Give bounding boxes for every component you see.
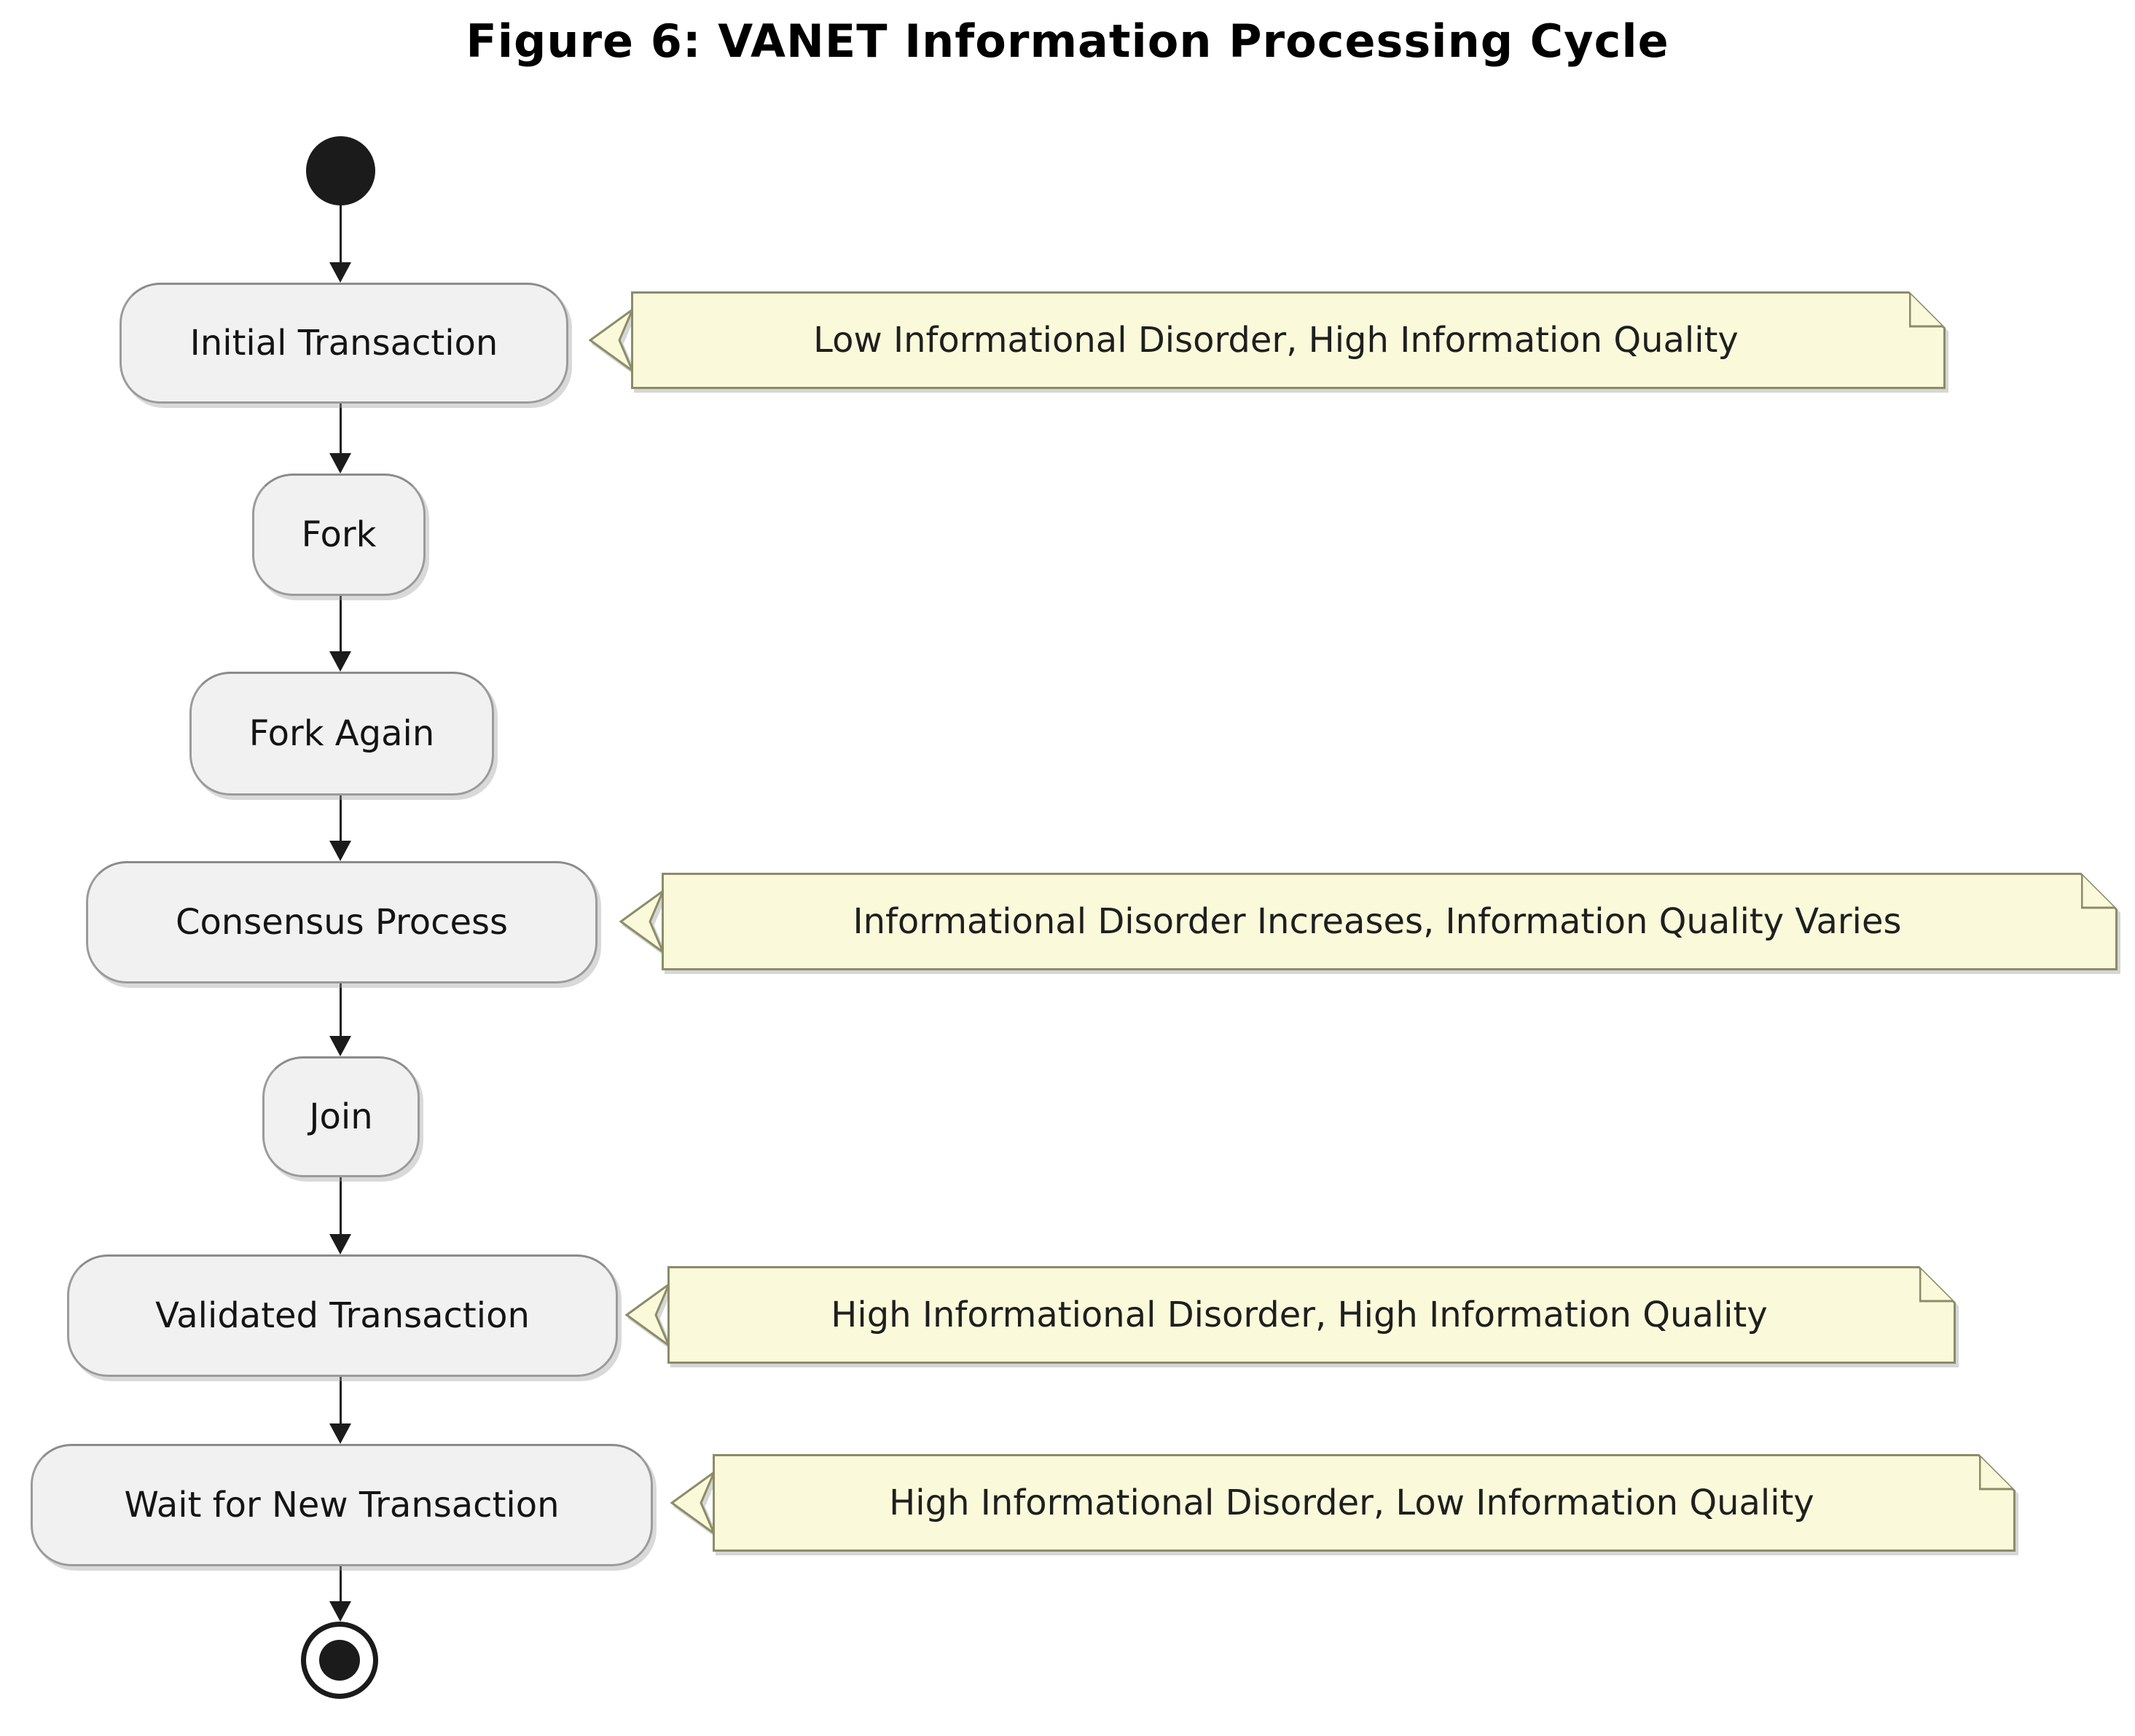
end-node-icon xyxy=(301,1622,378,1699)
arrow-line xyxy=(339,1566,342,1603)
arrow-head-icon xyxy=(329,651,351,672)
note-paper: High Informational Disorder, Low Informa… xyxy=(713,1454,2015,1552)
note-connector-icon xyxy=(625,1281,670,1348)
activity-label: Wait for New Transaction xyxy=(124,1485,560,1525)
note-paper-fill xyxy=(715,1456,2013,1550)
note-text: High Informational Disorder, Low Informa… xyxy=(889,1482,1814,1523)
arrow-line xyxy=(339,596,342,653)
note-text: High Informational Disorder, High Inform… xyxy=(831,1295,1768,1335)
arrow-head-icon xyxy=(329,1036,351,1056)
arrow-line xyxy=(339,404,342,455)
note-connector-icon xyxy=(670,1469,716,1536)
note-consensus-process: Informational Disorder Increases, Inform… xyxy=(619,873,2118,970)
arrow-head-icon xyxy=(329,1234,351,1254)
arrow-line xyxy=(339,204,342,264)
note-fold-corner-icon xyxy=(1979,1454,2015,1490)
activity-validated-transaction: Validated Transaction xyxy=(67,1254,618,1377)
arrow-head-icon xyxy=(329,1601,351,1622)
end-node-inner-dot xyxy=(319,1640,360,1681)
note-paper: Informational Disorder Increases, Inform… xyxy=(662,873,2118,970)
arrow-head-icon xyxy=(329,1423,351,1444)
arrow-head-icon xyxy=(329,262,351,283)
arrow-line xyxy=(339,1377,342,1425)
note-text: Low Informational Disorder, High Informa… xyxy=(813,320,1739,361)
note-wait-for-new-transaction: High Informational Disorder, Low Informa… xyxy=(670,1454,2015,1552)
activity-label: Consensus Process xyxy=(175,902,509,943)
activity-initial-transaction: Initial Transaction xyxy=(120,283,568,404)
arrow-line xyxy=(339,1177,342,1236)
note-paper-fill xyxy=(633,294,1943,387)
note-paper-fill xyxy=(670,1268,1954,1362)
note-fold-corner-icon xyxy=(1909,291,1946,328)
activity-join: Join xyxy=(262,1056,420,1177)
activity-consensus-process: Consensus Process xyxy=(86,861,598,983)
note-fold-corner-icon xyxy=(2081,873,2118,909)
arrow-head-icon xyxy=(329,841,351,861)
note-fold-corner-icon xyxy=(1919,1266,1956,1303)
activity-label: Fork xyxy=(301,514,377,555)
note-validated-transaction: High Informational Disorder, High Inform… xyxy=(625,1266,1956,1364)
activity-label: Validated Transaction xyxy=(155,1295,530,1336)
activity-fork-again: Fork Again xyxy=(189,672,494,796)
arrow-line xyxy=(339,983,342,1037)
note-paper-fill xyxy=(664,875,2115,968)
arrow-head-icon xyxy=(329,453,351,474)
activity-fork: Fork xyxy=(252,474,426,596)
activity-label: Join xyxy=(309,1096,373,1137)
note-paper: High Informational Disorder, High Inform… xyxy=(667,1266,1956,1364)
note-initial-transaction: Low Informational Disorder, High Informa… xyxy=(589,291,1946,389)
activity-wait-for-new-transaction: Wait for New Transaction xyxy=(31,1444,653,1566)
arrow-line xyxy=(339,796,342,842)
activity-label: Fork Again xyxy=(248,713,435,754)
note-text: Informational Disorder Increases, Inform… xyxy=(853,901,1902,942)
start-node-icon xyxy=(306,136,375,205)
figure-title: Figure 6: VANET Information Processing C… xyxy=(466,15,1669,68)
note-paper: Low Informational Disorder, High Informa… xyxy=(631,291,1946,389)
note-connector-icon xyxy=(589,307,634,374)
activity-label: Initial Transaction xyxy=(189,323,498,364)
note-connector-icon xyxy=(619,888,665,955)
